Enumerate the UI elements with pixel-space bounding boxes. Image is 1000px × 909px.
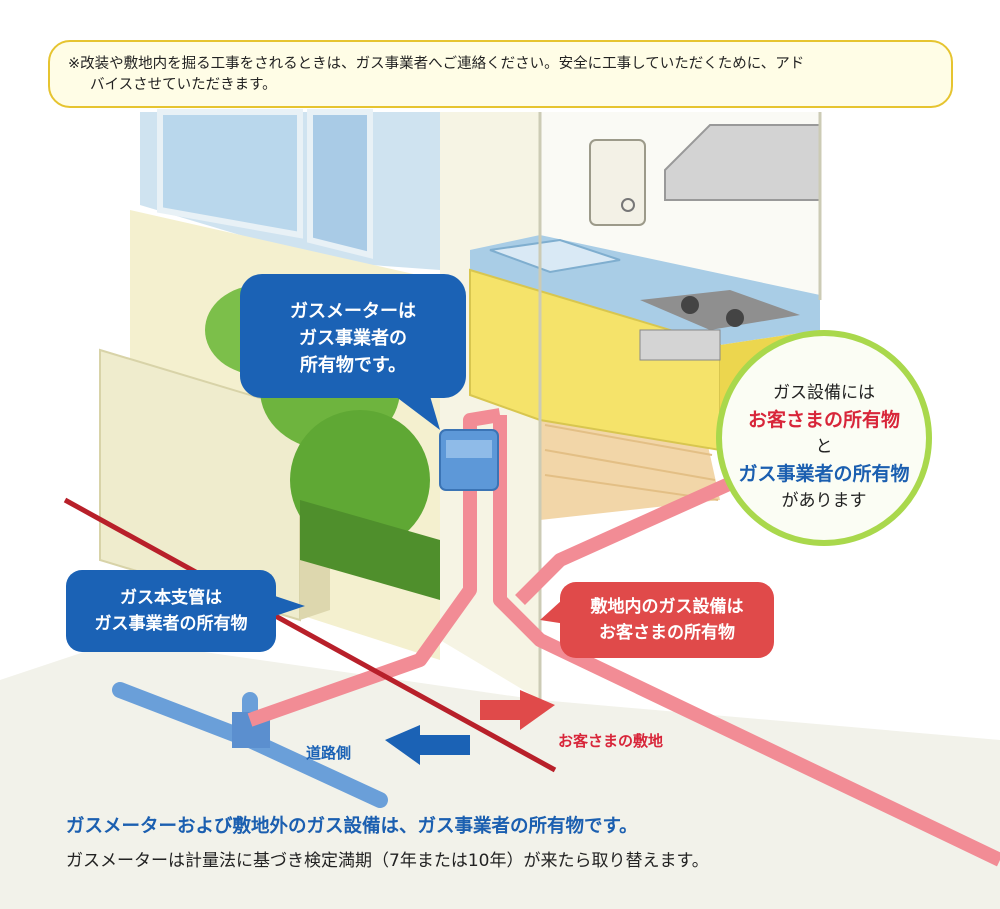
onsite-bubble-tail <box>540 600 566 624</box>
circle-line-2: お客さまの所有物 <box>747 409 900 431</box>
circle-line-4: ガス事業者の所有物 <box>738 463 910 485</box>
road-arrow <box>385 725 470 765</box>
gas-meter-bubble: ガスメーターは ガス事業者の 所有物です。 <box>240 274 466 398</box>
circle-line-3: と <box>815 437 833 457</box>
garden-bed <box>300 500 440 600</box>
gas-meter <box>439 429 499 491</box>
caption-bold: ガスメーターおよび敷地外のガス設備は、ガス事業者の所有物です。 <box>66 816 638 837</box>
notice-box: ※改装や敷地内を掘る工事をされるときは、ガス事業者へご連絡ください。安全に工事し… <box>48 40 953 108</box>
circle-line-1: ガス設備には <box>773 383 875 403</box>
window-pane-right <box>307 109 373 259</box>
road-side-label: 道路側 <box>306 744 352 762</box>
sink <box>489 238 621 274</box>
notice-line-1: ※改装や敷地内を掘る工事をされるときは、ガス事業者へご連絡ください。安全に工事し… <box>68 56 805 72</box>
burner-2 <box>726 309 744 327</box>
onsite-bubble-line-1: 敷地内のガス設備は <box>590 597 744 617</box>
stove-panel <box>639 329 721 361</box>
boundary-line <box>63 497 557 773</box>
onsite-bubble-line-2: お客さまの所有物 <box>599 623 735 643</box>
customer-gas-pipe <box>247 408 1000 867</box>
stove-top <box>640 290 800 330</box>
caption-normal: ガスメーターは計量法に基づき検定満期（7年または10年）が来たら取り替えます。 <box>66 851 709 871</box>
main-bubble-line-1: ガス本支管は <box>120 588 222 608</box>
ownership-circle: ガス設備には お客さまの所有物 と ガス事業者の所有物 があります <box>716 330 932 546</box>
water-heater <box>589 139 646 226</box>
meter-bubble-line-3: 所有物です。 <box>299 355 407 376</box>
meter-bubble-line-2: ガス事業者の <box>299 328 407 349</box>
customer-arrow <box>480 690 555 730</box>
meter-bubble-line-1: ガスメーターは <box>290 301 416 322</box>
meter-bubble-tail <box>395 396 440 430</box>
main-bubble-line-2: ガス事業者の所有物 <box>94 614 248 634</box>
onsite-equipment-bubble: 敷地内のガス設備は お客さまの所有物 <box>560 582 774 658</box>
window-pane-left <box>157 109 303 239</box>
burner-1 <box>681 296 699 314</box>
customer-land-label: お客さまの敷地 <box>558 732 664 750</box>
notice-line-2: バイスさせていただきます。 <box>90 77 277 93</box>
circle-line-5: があります <box>781 491 867 511</box>
main-bubble-tail <box>275 596 305 616</box>
main-pipe-bubble: ガス本支管は ガス事業者の所有物 <box>66 570 276 652</box>
